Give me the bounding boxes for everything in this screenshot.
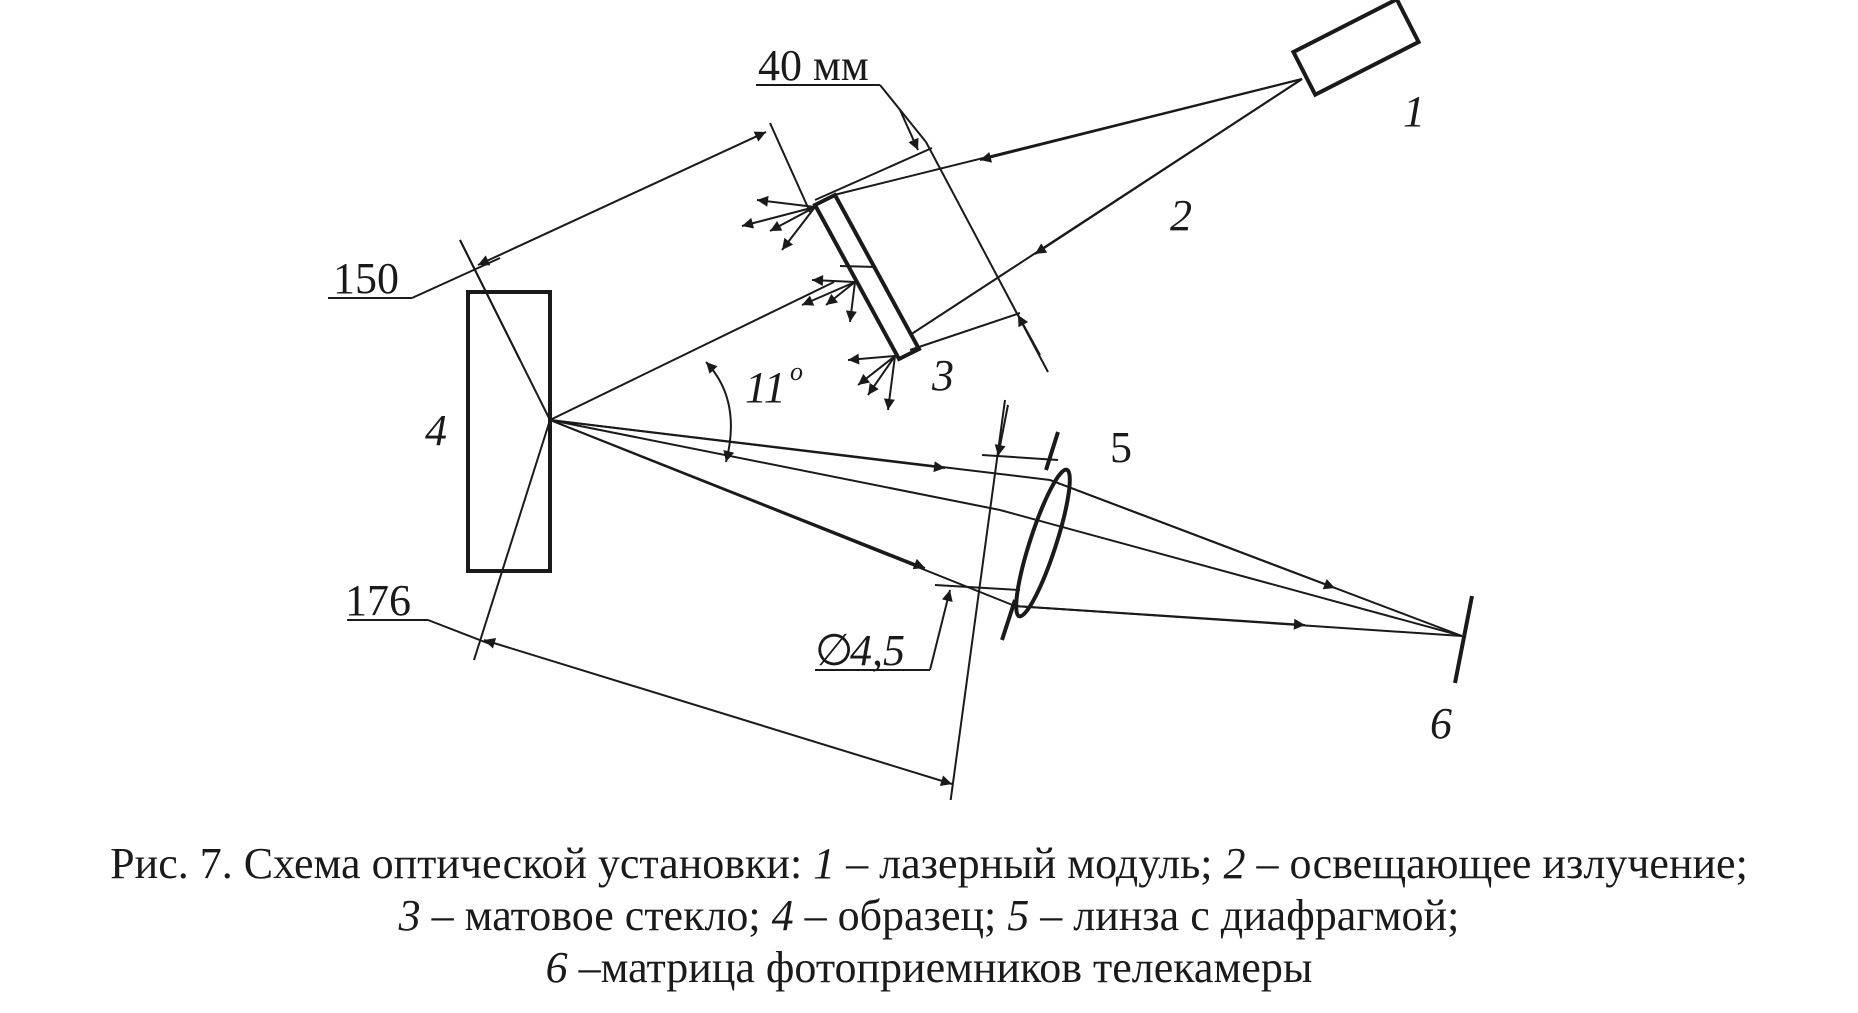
scatter-ray [801,281,856,306]
ray-sample-to-lens-3 [549,419,1001,511]
scatter-ray [756,195,816,208]
sample-diag-upper2 [459,239,521,361]
dim-176-line [483,637,953,787]
laser-module [1290,0,1422,98]
dim-150-leader [411,257,501,299]
dim-150-text: 150 [333,254,399,303]
caption-line-1: Рис. 7. Схема оптической установки: 1 – … [110,839,1748,888]
label-4: 4 [425,406,447,455]
angle-degree: o [790,357,803,386]
scatter-ray [845,281,857,323]
optical-setup-diagram: 1 2 3 4 5 6 40 мм 150 176 11 o ∅ 4,5 [328,0,1474,806]
lens [1014,467,1072,619]
label-3: 3 [931,351,954,400]
ground-glass [812,192,922,362]
scatter-ray [857,355,896,386]
scatter-ray [811,275,856,287]
label-6: 6 [1430,699,1452,748]
scatter-ray [847,353,896,365]
ray-arrow-4 [1014,605,1306,630]
dim-40-ext-b [909,312,1021,351]
dim-diam-arrow-lower [929,589,953,671]
sample-diag-lower [473,419,551,661]
scatter-ray [883,355,896,411]
label-1: 1 [1403,87,1425,136]
ray-arrow-1 [549,419,946,473]
dim-150-line [477,131,767,266]
ground-glass-midline [839,265,877,268]
label-2: 2 [1170,191,1192,240]
angle-11-text: 11 [745,363,786,412]
diaphragm-lower [1000,599,1017,641]
ray-lens-to-sensor-3 [999,509,1463,637]
scatter-ray [867,355,896,396]
beam-glass-to-sample [549,281,835,421]
sensor-matrix [1453,595,1474,684]
ray-arrow-3 [1049,479,1336,590]
dim-176-leader [427,619,491,645]
dim-diam-line [949,399,1006,806]
dim-40-ext-a [814,147,933,201]
ray-arrow-2 [549,419,926,570]
illum-beam-lower-arrow [1034,78,1303,255]
label-5: 5 [1110,423,1132,472]
scatter-ray [741,206,816,229]
diameter-text: 4,5 [850,626,905,675]
diameter-symbol: ∅ [815,626,853,675]
dim-40-text: 40 мм [758,41,869,90]
dim-176-text: 176 [345,576,411,625]
scatter-ray [825,281,856,306]
dim-diam-ext-lower [934,584,1021,591]
sample [466,290,552,573]
dim-diam-ext-upper [981,454,1059,461]
caption-line-3: 6 –матрица фотоприемников телекамеры [545,943,1313,992]
dim-diam-arrow-upper [994,404,1009,457]
caption-line-2: 3 – матовое стекло; 4 – образец; 5 – лин… [398,891,1460,940]
dim-40-arrow-a [899,109,919,151]
illum-beam-upper-arrow [979,78,1303,163]
dim-40-arrow-b [1017,314,1041,356]
figure-caption: Рис. 7. Схема оптической установки: 1 – … [0,838,1858,994]
scatter-ray [781,206,816,251]
dim-40-leader [879,84,927,143]
scatter-ray [769,206,816,232]
angle-11-arc [705,361,735,463]
diaphragm-upper [1044,431,1060,471]
dim-150-ext [769,122,811,213]
